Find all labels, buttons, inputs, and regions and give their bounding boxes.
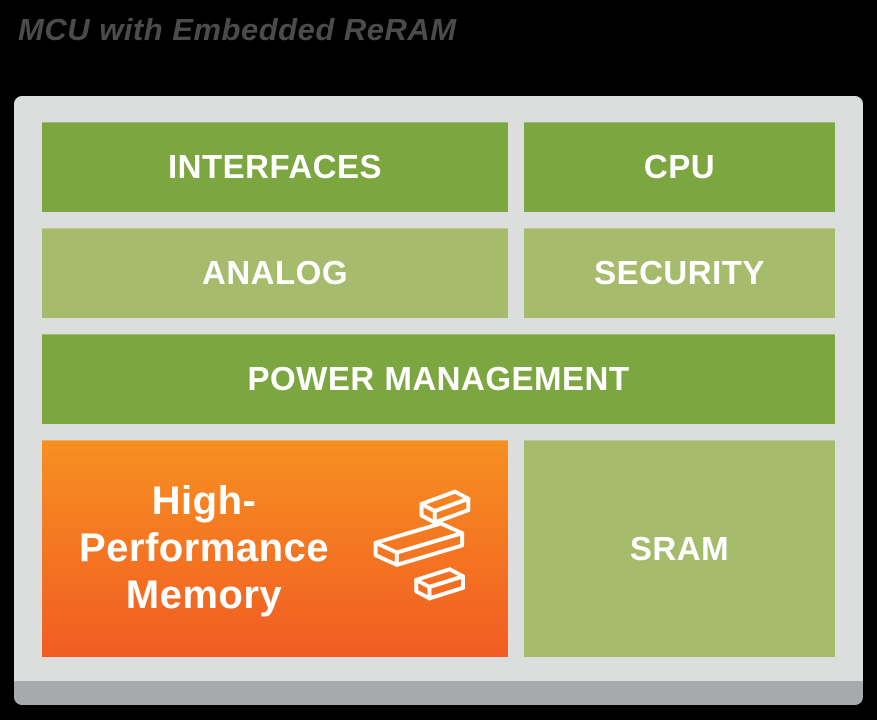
block-power-management: POWER MANAGEMENT xyxy=(42,334,835,424)
block-interfaces-label: INTERFACES xyxy=(167,148,383,185)
reram-crossbar-icon xyxy=(373,489,471,600)
block-analog: ANALOG xyxy=(42,228,508,318)
block-grid: INTERFACES CPU ANALOG SECURITY POWER MAN… xyxy=(42,122,835,657)
memory-label-line-1: High- xyxy=(151,478,257,523)
block-security-label: SECURITY xyxy=(594,254,765,291)
block-analog-label: ANALOG xyxy=(202,254,348,291)
mcu-board: INTERFACES CPU ANALOG SECURITY POWER MAN… xyxy=(14,96,863,705)
block-security: SECURITY xyxy=(524,228,835,318)
block-high-performance-memory: High- Performance Memory xyxy=(42,440,508,657)
block-interfaces: INTERFACES xyxy=(42,122,508,212)
block-high-performance-memory-label: High- Performance Memory xyxy=(60,478,348,620)
block-sram: SRAM xyxy=(524,440,835,657)
block-cpu-label: CPU xyxy=(643,148,716,185)
diagram-title: MCU with Embedded ReRAM xyxy=(18,12,457,47)
block-sram-label: SRAM xyxy=(629,529,730,567)
memory-label-line-3: Memory xyxy=(125,573,283,618)
memory-label-line-2: Performance xyxy=(78,525,330,570)
block-power-management-label: POWER MANAGEMENT xyxy=(247,360,630,397)
block-cpu: CPU xyxy=(524,122,835,212)
